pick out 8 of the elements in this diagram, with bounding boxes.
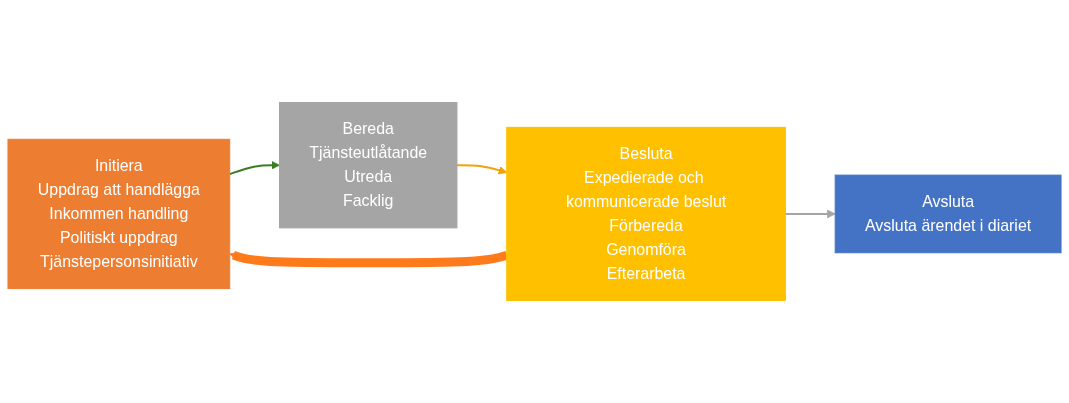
node-box: Bereda Tjänsteutlåtande Utreda Facklig: [279, 101, 458, 229]
arrow: [455, 164, 508, 175]
node-box: Avsluta Avsluta ärendet i diariet: [834, 174, 1062, 254]
arrow: [784, 209, 836, 219]
arrow: [229, 250, 508, 268]
node-box: Initiera Uppdrag att handlägga Inkommen handling Politiskt uppdrag Tjänstepersonsinitiativ: [7, 138, 231, 290]
node-box: Besluta Expedierade och kommunicerade beslut Förbereda Genomföra Efterarbeta: [506, 126, 786, 302]
arrow: [228, 160, 280, 176]
